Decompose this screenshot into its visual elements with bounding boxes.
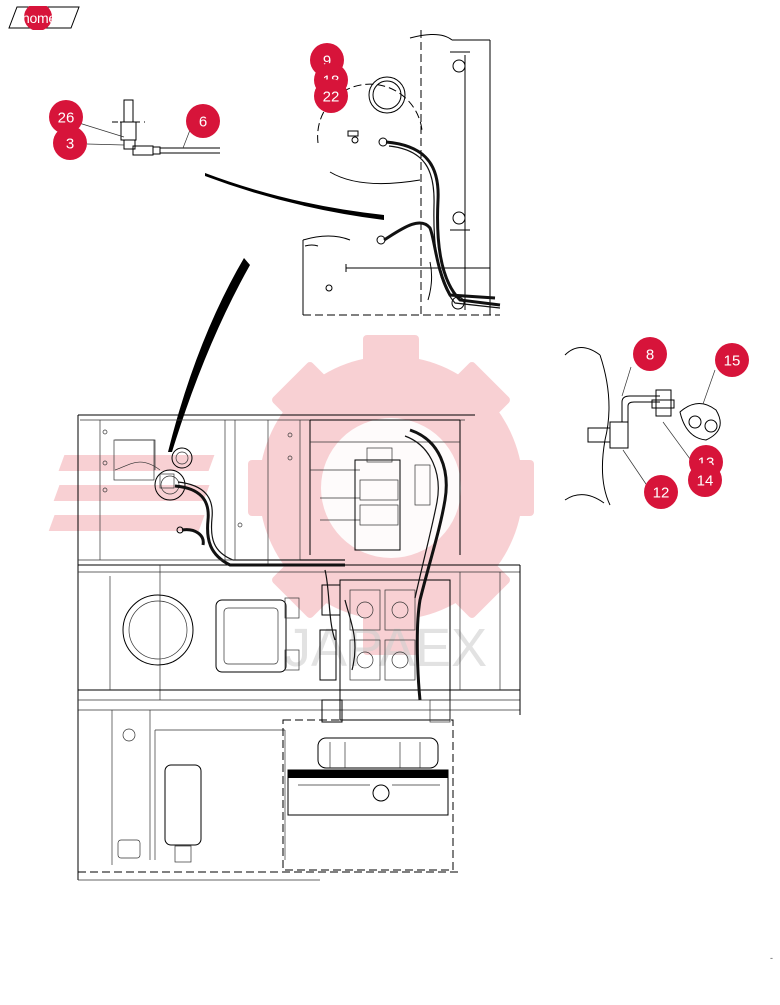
callout-number: 22 — [323, 89, 340, 106]
callout-c14[interactable]: 14 — [688, 463, 722, 497]
callout-balloon[interactable] — [633, 337, 667, 371]
detail-bolt-fitting — [78, 99, 220, 156]
callout-number: 12 — [653, 485, 670, 502]
callout-number: 3 — [66, 136, 74, 153]
callout-c3[interactable]: 3 — [53, 126, 87, 160]
callout-balloon[interactable] — [49, 100, 83, 134]
callout-balloon[interactable] — [186, 104, 220, 138]
callout-number: 6 — [199, 114, 207, 131]
main-machine-view — [77, 414, 521, 881]
callout-c15[interactable]: 15 — [715, 343, 749, 377]
watermark-gear — [48, 335, 534, 655]
detail-tank-hose — [302, 30, 501, 316]
callout-number: 26 — [58, 110, 75, 127]
callout-balloon[interactable] — [644, 475, 678, 509]
callout-number: 9 — [323, 53, 331, 70]
callout-number: 15 — [724, 353, 741, 370]
callout-balloon[interactable] — [53, 126, 87, 160]
detail-fitting-block — [564, 347, 721, 506]
callout-c22[interactable]: 22 — [314, 79, 348, 113]
callout-c6[interactable]: 6 — [186, 104, 220, 138]
home-button[interactable]: home — [8, 6, 80, 30]
pointer-wedge-1 — [205, 173, 384, 220]
watermark-text: JAPAEX — [284, 618, 487, 678]
home-label: home — [22, 10, 56, 26]
callout-number: 8 — [646, 347, 654, 364]
pointer-wedge-2 — [168, 258, 250, 452]
callout-balloon[interactable] — [688, 463, 722, 497]
callout-number: 14 — [697, 473, 714, 490]
corner-mark: - — [770, 953, 773, 963]
callout-c12[interactable]: 12 — [644, 475, 678, 509]
callout-balloon[interactable] — [715, 343, 749, 377]
callout-balloon[interactable] — [314, 79, 348, 113]
callout-c8[interactable]: 8 — [633, 337, 667, 371]
callout-c26[interactable]: 26 — [49, 100, 83, 134]
